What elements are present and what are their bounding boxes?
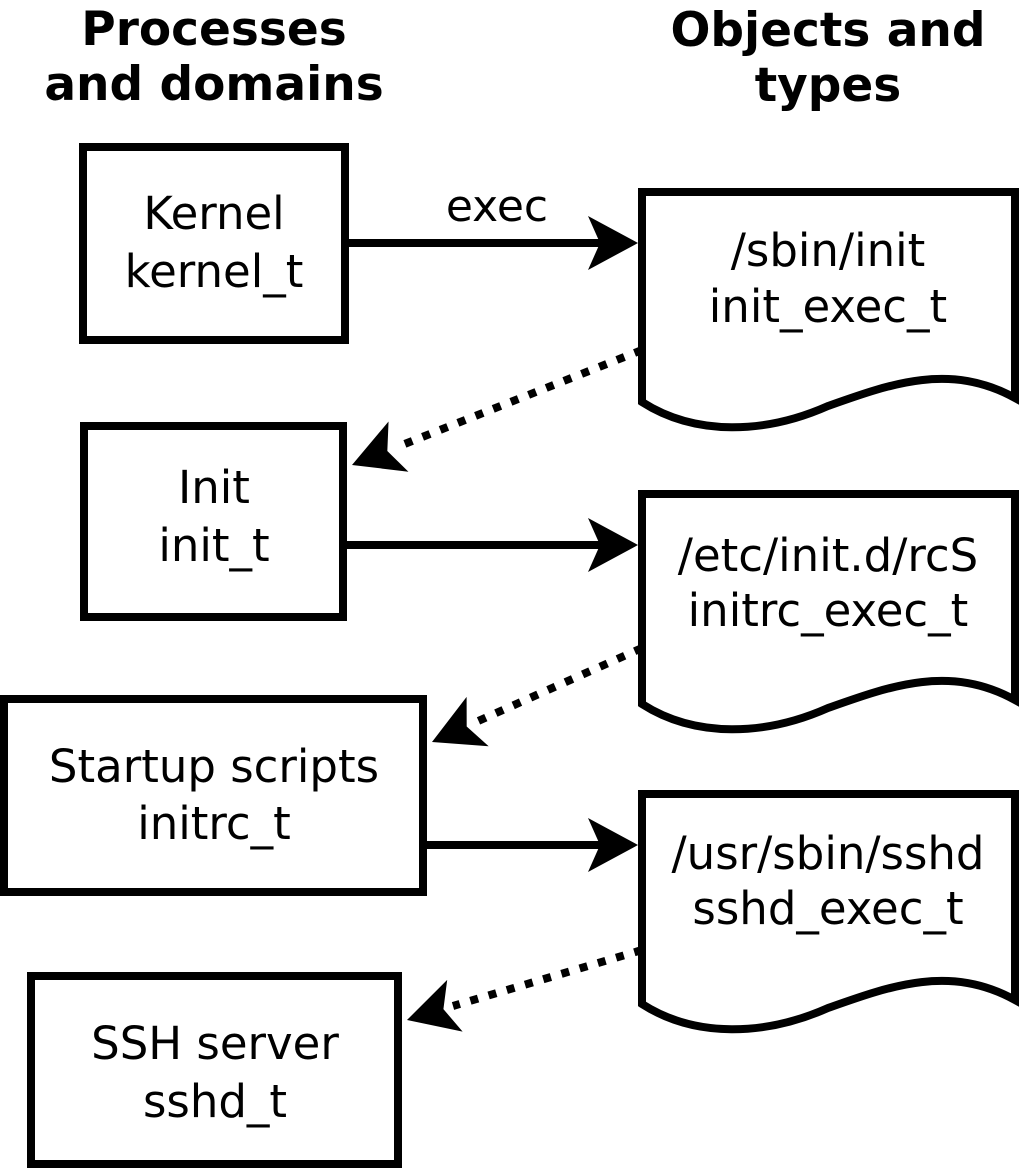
process-type-label: sshd_t bbox=[143, 1075, 287, 1128]
transition-arrow-rcs-to-startup bbox=[432, 644, 644, 747]
object-node-etc-initd-rcs: /etc/init.d/rcS initrc_exec_t bbox=[638, 490, 1019, 734]
left-column-title-line2: and domains bbox=[44, 57, 383, 112]
arrowhead-icon bbox=[407, 979, 463, 1032]
object-type-label: sshd_exec_t bbox=[692, 882, 963, 935]
arrowhead-icon bbox=[588, 818, 638, 872]
right-column-title-line2: types bbox=[755, 58, 902, 113]
process-box bbox=[80, 422, 347, 621]
object-node-usr-sbin-sshd: /usr/sbin/sshd sshd_exec_t bbox=[638, 790, 1019, 1034]
exec-arrow-label: exec bbox=[446, 181, 548, 232]
dotted-arrow-line bbox=[474, 644, 644, 726]
process-label: Kernel bbox=[143, 187, 284, 240]
process-box bbox=[79, 143, 349, 344]
left-column-title-line1: Processes bbox=[81, 2, 346, 57]
process-type-label: kernel_t bbox=[125, 245, 304, 298]
arrowhead-icon bbox=[588, 216, 638, 270]
object-type-label: init_exec_t bbox=[709, 280, 947, 333]
document-shape bbox=[638, 188, 1019, 432]
dotted-arrow-line bbox=[451, 946, 644, 1010]
object-path-label: /usr/sbin/sshd bbox=[672, 827, 985, 880]
transition-arrow-sbin-init-to-init bbox=[352, 346, 644, 472]
process-box bbox=[0, 695, 427, 896]
exec-arrow-startup-to-sshd bbox=[427, 818, 638, 872]
process-box bbox=[27, 972, 402, 1168]
arrowhead-icon bbox=[432, 696, 489, 747]
process-label: Init bbox=[178, 461, 250, 514]
process-type-label: init_t bbox=[158, 519, 269, 572]
document-shape bbox=[638, 790, 1019, 1034]
object-node-sbin-init: /sbin/init init_exec_t bbox=[638, 188, 1019, 432]
arrowhead-icon bbox=[588, 518, 638, 572]
process-node-kernel: Kernel kernel_t bbox=[79, 143, 349, 344]
column-headers: Processes and domains Objects and types bbox=[44, 2, 985, 113]
object-path-label: /etc/init.d/rcS bbox=[678, 529, 978, 582]
process-label: SSH server bbox=[91, 1017, 339, 1070]
exec-arrow-kernel-to-sbin-init: exec bbox=[349, 181, 638, 270]
process-node-startup-scripts: Startup scripts initrc_t bbox=[0, 695, 427, 896]
dotted-arrow-line bbox=[395, 346, 644, 451]
object-path-label: /sbin/init bbox=[731, 224, 926, 277]
process-label: Startup scripts bbox=[49, 740, 379, 793]
process-type-label: initrc_t bbox=[137, 797, 291, 850]
exec-arrow-init-to-rcs bbox=[347, 518, 638, 572]
arrowhead-icon bbox=[352, 421, 409, 472]
document-shape bbox=[638, 490, 1019, 734]
process-node-ssh-server: SSH server sshd_t bbox=[27, 972, 402, 1168]
transition-arrow-sshd-to-ssh-server bbox=[407, 946, 644, 1032]
object-type-label: initrc_exec_t bbox=[688, 584, 969, 637]
right-column-title-line1: Objects and bbox=[670, 3, 985, 58]
process-node-init: Init init_t bbox=[80, 422, 347, 621]
